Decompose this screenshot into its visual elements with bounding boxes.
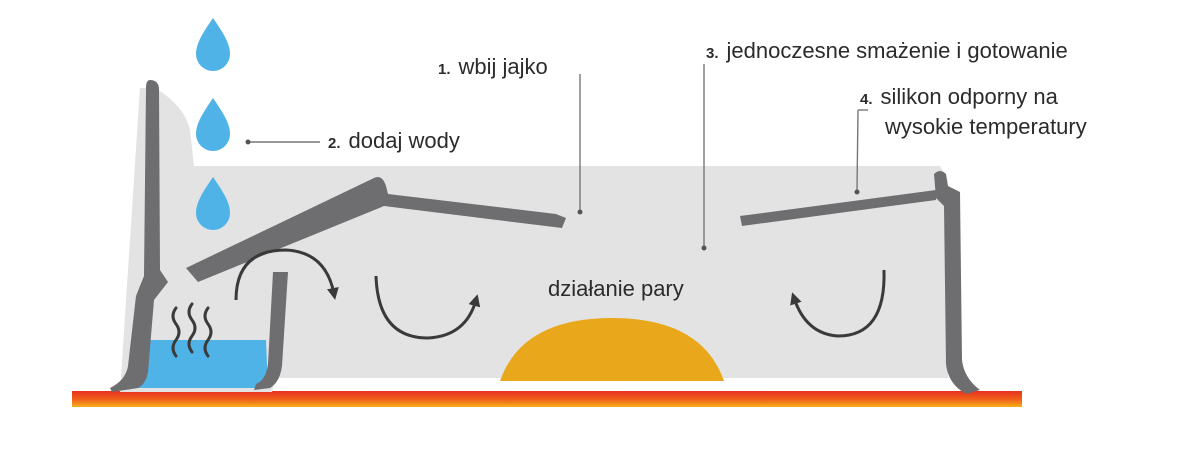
step-4-text-line2: wysokie temperatury — [884, 114, 1087, 139]
water-drop-icon — [196, 18, 230, 230]
egg-tray — [186, 177, 566, 282]
circular-arrow-icon — [234, 248, 886, 340]
step-3-label: 3. jednoczesne smażenie i gotowanie — [706, 38, 1068, 63]
step-2-text: dodaj wody — [349, 128, 460, 153]
leader-lines — [245, 64, 868, 251]
step-4-text-line1: silikon odporny na — [881, 84, 1059, 109]
step-2-label: 2. dodaj wody — [328, 128, 460, 153]
step-4-number: 4. — [860, 91, 873, 108]
heat-strip — [72, 391, 1022, 407]
reservoir-partition — [254, 272, 288, 390]
step-3-text: jednoczesne smażenie i gotowanie — [726, 38, 1068, 63]
cooker-body — [120, 88, 948, 392]
egg — [500, 318, 724, 381]
water-reservoir — [118, 340, 268, 388]
step-3-number: 3. — [706, 45, 719, 62]
cooker-left-wall — [110, 80, 168, 392]
right-tray — [740, 190, 936, 226]
step-1-text: wbij jajko — [458, 54, 548, 79]
steam-action-label: działanie pary — [548, 276, 684, 301]
step-1-number: 1. — [438, 61, 451, 78]
steam-wave-icon — [171, 302, 213, 358]
step-2-number: 2. — [328, 135, 341, 152]
cooker-right-wall — [934, 171, 980, 394]
step-1-label: 1. wbij jajko — [438, 54, 548, 79]
step-4-label: 4. silikon odporny na — [860, 84, 1059, 109]
